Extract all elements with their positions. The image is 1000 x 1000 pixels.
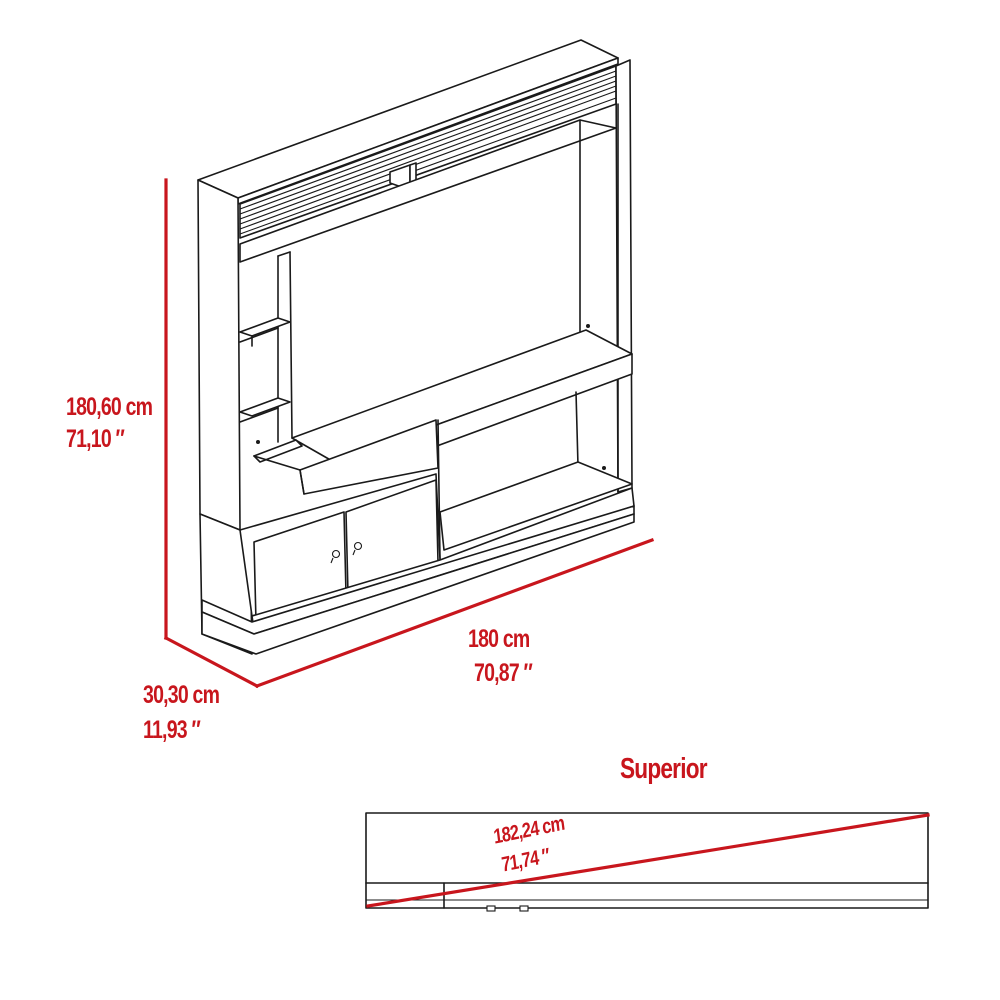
door-knob-left bbox=[330, 549, 341, 564]
depth-label-imperial: 11,93 ″ bbox=[143, 716, 201, 744]
top-view-title: Superior bbox=[620, 753, 708, 785]
width-dimension-line bbox=[254, 537, 655, 689]
knob-top-right bbox=[519, 905, 529, 912]
height-label-metric: 180,60 cm bbox=[66, 393, 153, 421]
left-side-panel bbox=[197, 179, 241, 531]
door-knob-right bbox=[352, 541, 363, 556]
width-label-imperial: 70,87 ″ bbox=[474, 659, 533, 687]
base-plinth bbox=[201, 513, 635, 655]
width-label-metric: 180 cm bbox=[468, 625, 530, 653]
knob-top-left bbox=[486, 905, 496, 912]
tv-shelf-top bbox=[291, 329, 633, 463]
depth-dimension-line bbox=[163, 635, 260, 689]
lower-right-shelf bbox=[439, 461, 633, 551]
left-column-divider bbox=[289, 251, 293, 439]
depth-label-metric: 30,30 cm bbox=[143, 681, 220, 709]
cubby-shelf-1 bbox=[239, 317, 291, 337]
cubby-peg bbox=[256, 440, 260, 444]
height-label-imperial: 71,10 ″ bbox=[66, 425, 125, 453]
drawer-top bbox=[253, 439, 303, 463]
entertainment-center-drawing bbox=[197, 39, 635, 655]
header-slats bbox=[239, 70, 617, 235]
cubby-shelf-2 bbox=[239, 397, 291, 417]
top-view-drawing bbox=[365, 812, 930, 912]
dimension-lines bbox=[163, 178, 655, 689]
diagonal-dimension-line bbox=[366, 813, 930, 908]
